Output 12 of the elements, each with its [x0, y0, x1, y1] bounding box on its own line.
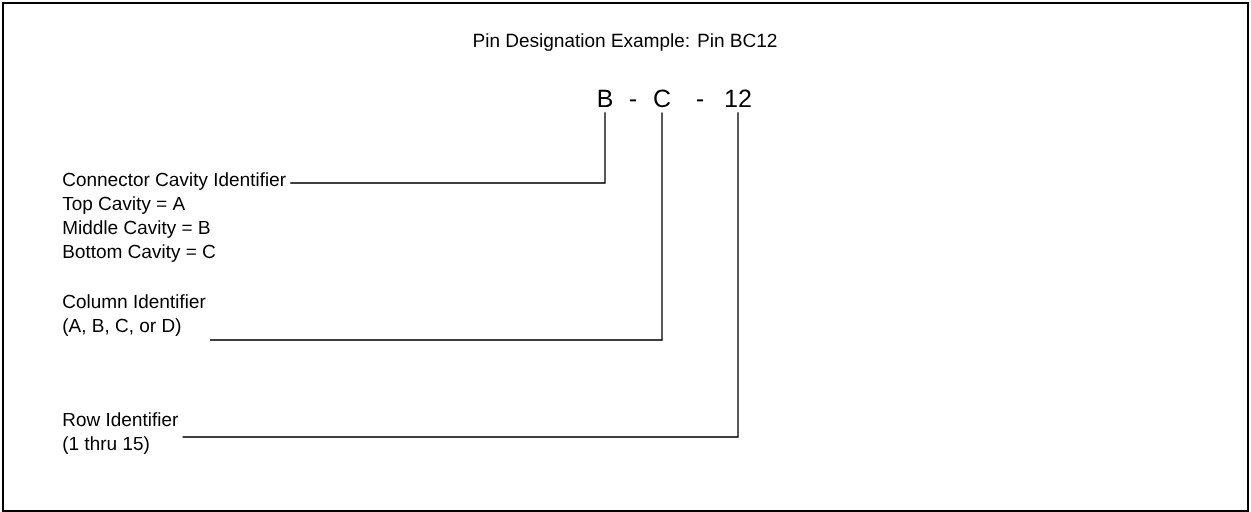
- title: Pin Designation Example: Pin BC12: [474, 33, 777, 51]
- pin-code-letter: C: [654, 89, 671, 108]
- leader-line: [209, 111, 663, 341]
- identifier-text: Connector Cavity Identifier Top Cavity = A Middle Cavity = B Bottom Cavity = C: [62, 172, 286, 262]
- leader-line: [181, 111, 739, 438]
- pin-code-letter: 12: [726, 89, 751, 107]
- separator-dash: -: [696, 99, 704, 102]
- separator-dash: -: [629, 99, 637, 102]
- identifier-text: Row Identifier (1 thru 15): [63, 412, 178, 454]
- leader-line: [289, 111, 606, 184]
- identifier-text: Column Identifier (A, B, C, or D): [63, 294, 206, 336]
- pin-code-letter: B: [598, 89, 612, 107]
